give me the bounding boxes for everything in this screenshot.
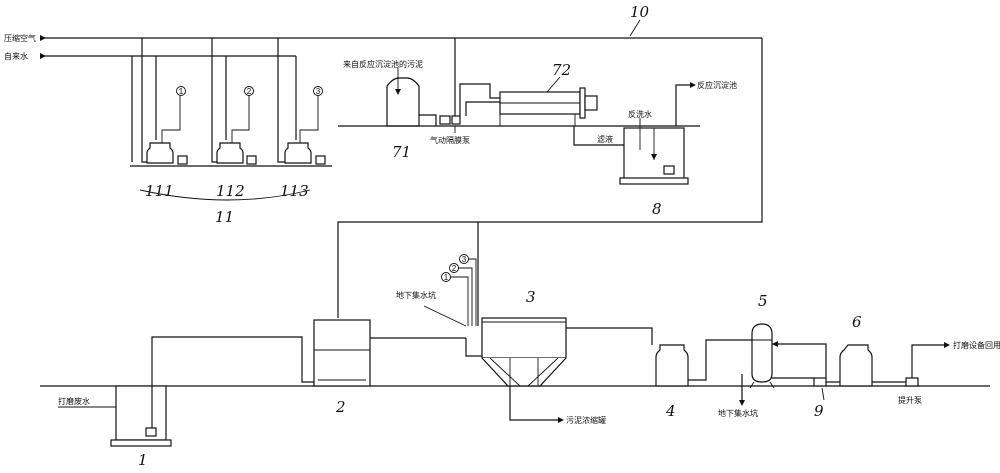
tank-to-pump-pipe: [419, 114, 437, 126]
circled-2-bottom: 2: [452, 264, 457, 273]
backwash-return-pipe: [772, 343, 827, 378]
pump-to-press-pipe: [459, 83, 500, 116]
sludge-arrow-icon: [558, 417, 564, 423]
water-arrow-icon: [40, 53, 46, 59]
pump-to-press-pipe-2: [465, 101, 500, 116]
grinding-wastewater-label: 打磨废水: [58, 396, 90, 406]
to-tank-arrow-icon: [690, 82, 696, 88]
pit-to-tank2-pipe: [151, 336, 314, 428]
collection-pit-1: [110, 385, 172, 447]
label-112: 112: [216, 182, 245, 200]
circled-1-bottom: 1: [444, 273, 449, 282]
circled-3-bottom: 3: [462, 255, 467, 264]
compressed-air-label: 压缩空气: [4, 33, 36, 43]
pressure-filter-5: [749, 323, 775, 389]
drain-arrow-icon: [739, 400, 745, 406]
underground-sump-label-1: 地下集水坑: [396, 290, 436, 300]
tank4-to-filter-pipe: [688, 339, 752, 381]
return-pipe: [911, 344, 944, 378]
dosing-points: [441, 254, 477, 326]
label-11: 11: [215, 208, 234, 226]
diaphragm-pump-label: 气动隔膜泵: [430, 135, 470, 145]
air-arrow-icon: [40, 35, 46, 41]
label-1: 1: [138, 451, 148, 469]
label-72: 72: [552, 61, 571, 79]
tap-water-label: 自来水: [4, 51, 28, 61]
return-arrow-icon: [772, 341, 778, 347]
circled-3-top: 3: [316, 87, 321, 96]
lift-pump: [905, 377, 919, 387]
label-111: 111: [145, 182, 174, 200]
backwash-water-label: 反洗水: [628, 109, 652, 119]
return-to-equipment-label: 打磨设备回用: [953, 340, 1000, 350]
sump-line-1: [423, 305, 467, 327]
filtrate-pipe: [573, 126, 638, 146]
diaphragm-pump: [439, 115, 461, 133]
sludge-source-label: 来自反应沉淀池的污泥: [343, 59, 423, 69]
underground-sump-label-2: 地下集水坑: [718, 408, 758, 418]
system-boundary-10: [337, 38, 763, 318]
label-10: 10: [630, 3, 650, 21]
dosing-tank-113: 3: [284, 86, 326, 165]
clarifier-to-tank4-pipe: [566, 327, 653, 345]
label-71: 71: [392, 143, 411, 161]
clarifier-3: [465, 317, 567, 387]
label-5: 5: [758, 292, 768, 310]
group-brace: [139, 189, 311, 201]
filter-press-72: [499, 87, 598, 126]
to-reaction-tank-label: 反应沉淀池: [697, 80, 737, 90]
backwash-tank-8: [619, 118, 689, 185]
circled-2-top: 2: [247, 87, 252, 96]
dosing-tank-112: 2: [216, 86, 257, 165]
label-9: 9: [814, 402, 824, 420]
to-reaction-tank-pipe: [675, 84, 690, 126]
dosing-tank-111: 1: [146, 86, 188, 165]
equalization-tank-2: [313, 319, 371, 387]
pump-9: [813, 377, 827, 387]
label-6: 6: [852, 313, 862, 331]
sludge-thickener-label: 污泥浓缩罐: [566, 415, 606, 425]
sludge-outlet-pipe: [509, 386, 558, 421]
clean-water-tank-6: [839, 344, 873, 387]
label-3: 3: [526, 288, 536, 306]
reuse-arrow-icon: [944, 342, 950, 348]
sludge-tank-71: [386, 68, 420, 127]
filtrate-label: 滤液: [597, 134, 613, 144]
label-4: 4: [665, 402, 676, 420]
intermediate-tank-4: [655, 344, 689, 387]
dosing-supply-pipes: [131, 38, 297, 163]
circled-1-top: 1: [179, 87, 184, 96]
label-2: 2: [335, 398, 346, 416]
label-8: 8: [652, 200, 662, 218]
label-113: 113: [280, 182, 309, 200]
lift-pump-label: 提升泵: [898, 395, 922, 405]
